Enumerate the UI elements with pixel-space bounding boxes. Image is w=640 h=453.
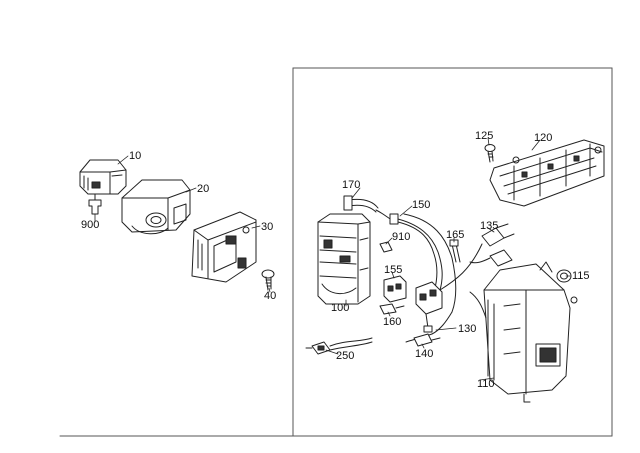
callout-20: 20 xyxy=(197,183,210,195)
callout-250: 250 xyxy=(336,350,355,362)
part-110-reservoir xyxy=(483,261,578,403)
part-155-block xyxy=(383,275,407,303)
callout-910: 910 xyxy=(392,231,411,243)
part-910-clip xyxy=(379,241,393,253)
callout-900: 900 xyxy=(81,219,100,231)
leader-lines xyxy=(94,137,571,381)
part-140-connector xyxy=(413,333,441,347)
callout-125: 125 xyxy=(475,130,494,142)
callout-120: 120 xyxy=(534,132,553,144)
part-120-cover xyxy=(489,139,605,207)
valve-block xyxy=(415,281,443,333)
part-900-connector xyxy=(88,193,102,215)
callout-155: 155 xyxy=(384,264,403,276)
part-170-pipe xyxy=(343,195,393,221)
callout-10: 10 xyxy=(129,150,142,162)
part-10-module-cover xyxy=(79,159,127,195)
callout-115: 115 xyxy=(572,270,590,282)
part-150-hoses xyxy=(389,213,457,313)
part-135-fittings xyxy=(439,223,515,291)
part-40-screw xyxy=(261,269,275,291)
callout-100: 100 xyxy=(331,302,350,314)
callout-140: 140 xyxy=(415,348,434,360)
callout-40: 40 xyxy=(264,290,277,302)
callout-170: 170 xyxy=(342,179,361,191)
part-160-connector xyxy=(379,303,405,315)
callout-135: 135 xyxy=(480,220,499,232)
callout-110: 110 xyxy=(477,378,495,390)
callout-30: 30 xyxy=(261,221,274,233)
callout-165: 165 xyxy=(446,229,465,241)
callout-130: 130 xyxy=(458,323,477,335)
part-30-bracket xyxy=(191,211,257,283)
part-125-screw xyxy=(484,144,496,163)
drain-hose xyxy=(469,291,487,319)
callout-150: 150 xyxy=(412,199,431,211)
part-100-assembly xyxy=(317,213,371,305)
part-250-cable xyxy=(305,337,373,355)
callout-160: 160 xyxy=(383,316,402,328)
part-165-pipe xyxy=(449,239,461,263)
diagram-frame xyxy=(59,67,613,437)
part-20-housing xyxy=(121,179,191,235)
